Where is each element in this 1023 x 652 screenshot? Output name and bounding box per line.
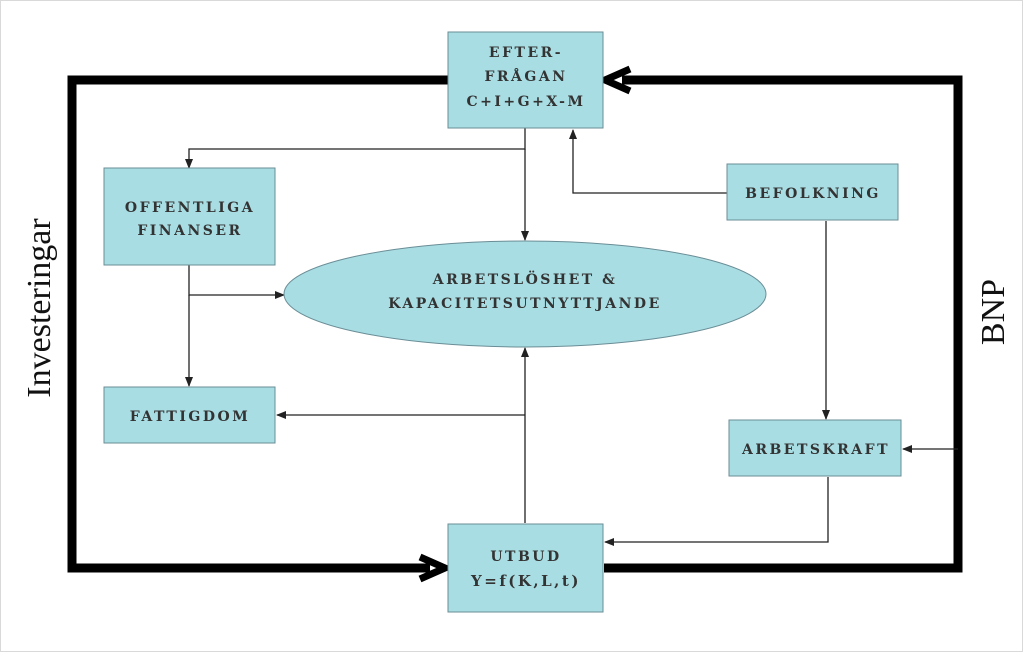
outer-loop: [67, 65, 963, 583]
bnp-label: BNP: [975, 279, 1012, 345]
arrow-offentliga-to-arbetsloshet: [188, 265, 285, 299]
connectors: [185, 128, 958, 546]
utbud-box: UTBUD Y=f(K,L,t): [447, 523, 604, 613]
efterfragan-line-2: FRÅGAN: [484, 67, 567, 85]
loop-arrowhead-utbud: [418, 553, 454, 583]
arbetskraft-box: ARBETSKRAFT: [728, 419, 902, 477]
bnp-loop-line: [604, 75, 963, 573]
arbetsloshet-line-2: KAPACITETSUTNYTTJANDE: [388, 296, 662, 312]
utbud-line-2: Y=f(K,L,t): [470, 572, 581, 590]
fattigdom-line-1: FATTIGDOM: [130, 409, 250, 425]
arbetsloshet-line-1: ARBETSLÖSHET &: [432, 269, 618, 288]
loop-arrowhead-efterfragan: [596, 65, 632, 95]
fattigdom-box: FATTIGDOM: [103, 386, 276, 444]
offentliga-line-1: OFFENTLIGA: [125, 200, 255, 216]
befolkning-line-1: BEFOLKNING: [745, 186, 881, 202]
arrow-efterfragan-to-offentliga: [185, 128, 526, 169]
arbetskraft-line-1: ARBETSKRAFT: [741, 442, 890, 458]
arrow-befolkning-to-efterfragan: [569, 129, 727, 194]
offentliga-finanser-box: OFFENTLIGA FINANSER: [103, 167, 276, 266]
utbud-line-1: UTBUD: [490, 549, 561, 565]
efterfragan-line-1: EFTER-: [489, 45, 563, 61]
arrow-arbetskraft-to-utbud: [604, 477, 829, 546]
efterfragan-line-3: C+I+G+X-M: [466, 94, 585, 110]
offentliga-line-2: FINANSER: [137, 223, 242, 239]
befolkning-box: BEFOLKNING: [726, 163, 899, 221]
arbetsloshet-ellipse: ARBETSLÖSHET & KAPACITETSUTNYTTJANDE: [283, 240, 767, 348]
investeringar-loop-line: [67, 75, 448, 573]
efterfragan-box: EFTER- FRÅGAN C+I+G+X-M: [447, 31, 604, 129]
investeringar-label: Investeringar: [21, 218, 58, 398]
